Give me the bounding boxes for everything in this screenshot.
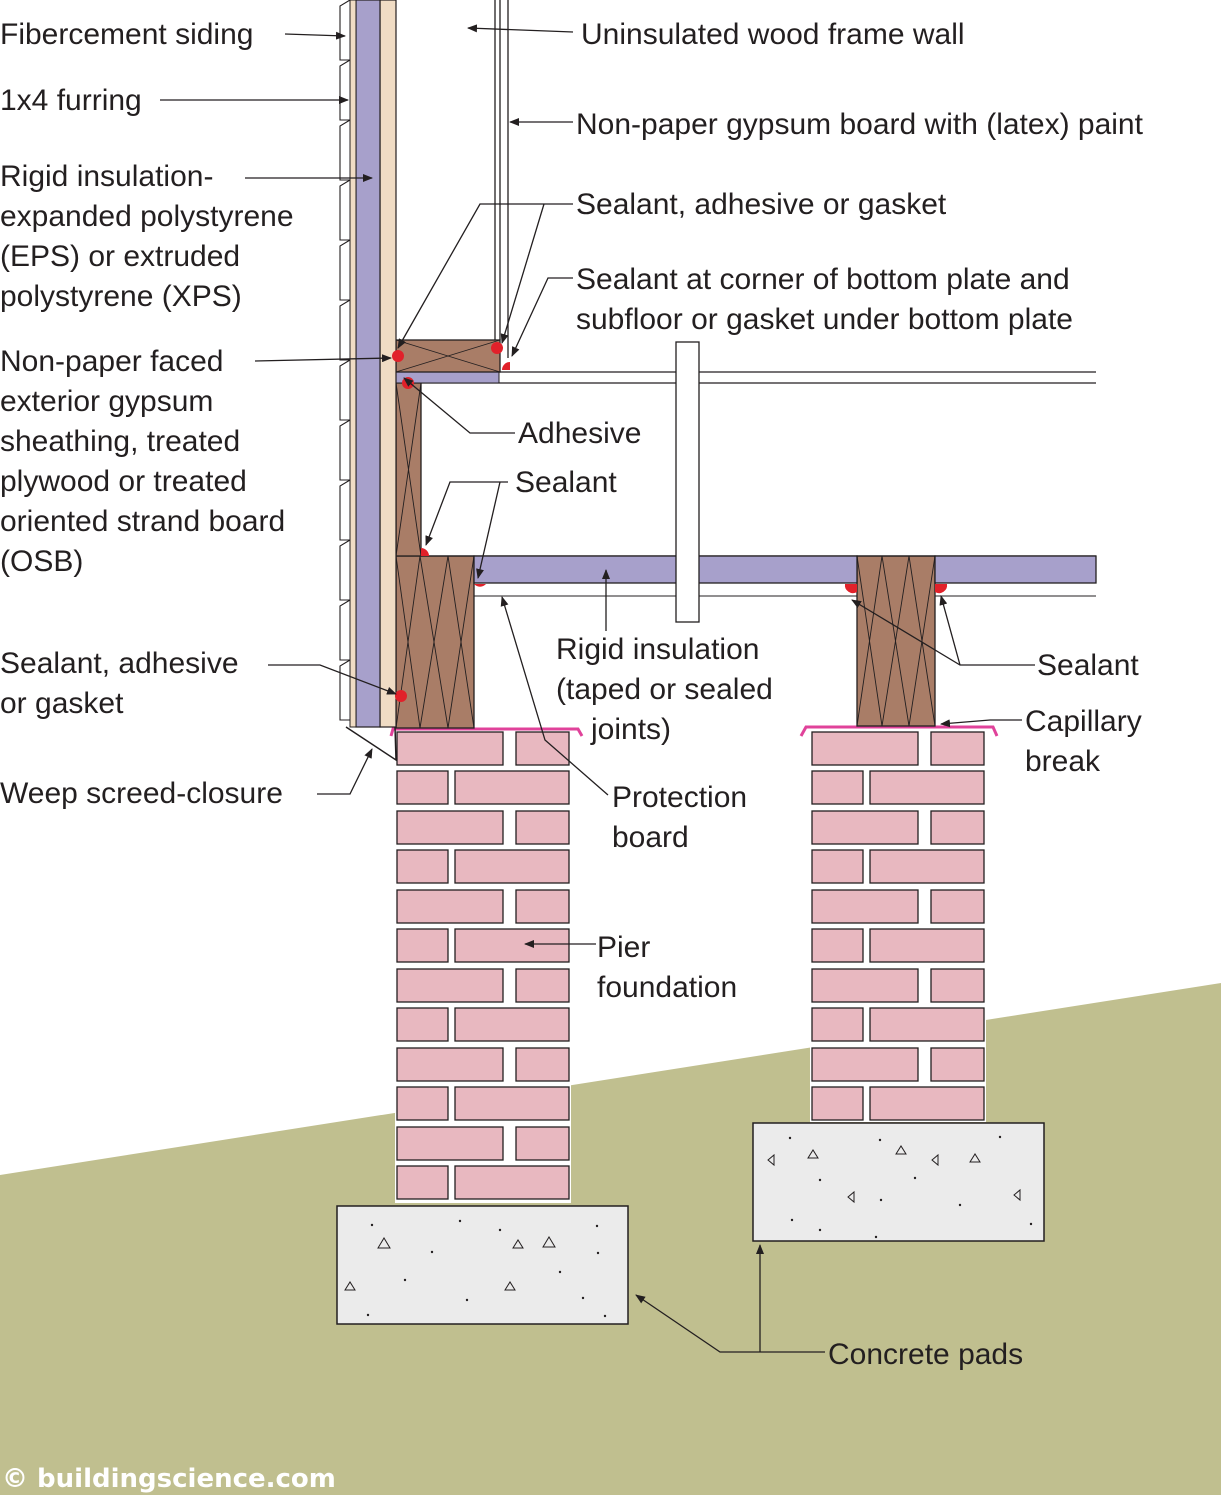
capillary-break-right	[799, 725, 999, 737]
label-pier-foundation-1: Pier	[597, 931, 650, 964]
wood-post-right	[856, 555, 936, 727]
leader-lines	[160, 24, 1035, 1353]
label-protection-board-1: Protection	[612, 781, 747, 814]
label-rigid-insulation-floor-3: joints)	[590, 713, 671, 746]
floor-assembly	[421, 341, 1097, 623]
label-sealant-adhesive-gasket-top: Sealant, adhesive or gasket	[576, 188, 947, 221]
label-uninsulated-wall: Uninsulated wood frame wall	[581, 18, 965, 51]
label-sheathing-6: (OSB)	[0, 545, 83, 578]
rim-joist	[395, 382, 422, 557]
label-furring: 1x4 furring	[0, 84, 142, 117]
bottom-plate	[395, 339, 501, 373]
label-weep-screed: Weep screed-closure	[0, 777, 283, 810]
label-capillary-break-2: break	[1025, 745, 1101, 778]
label-sheathing-1: Non-paper faced	[0, 345, 223, 378]
label-sheathing-2: exterior gypsum	[0, 385, 213, 418]
pier-left	[395, 730, 571, 1203]
label-gypsum-board: Non-paper gypsum board with (latex) pain…	[576, 108, 1144, 141]
label-adhesive: Adhesive	[518, 417, 641, 450]
pier-right	[810, 730, 986, 1122]
label-rigid-insulation-wall-3: (EPS) or extruded	[0, 240, 240, 273]
wood-post-left	[395, 555, 475, 729]
label-capillary-break-1: Capillary	[1025, 705, 1142, 738]
label-rigid-insulation-wall-2: expanded polystyrene	[0, 200, 294, 233]
interior-wall	[494, 0, 509, 358]
label-sealant-corner-2: subfloor or gasket under bottom plate	[576, 303, 1073, 336]
label-sheathing-4: plywood or treated	[0, 465, 247, 498]
label-rigid-insulation-floor-1: Rigid insulation	[556, 633, 759, 666]
label-sealant-adhesive-gasket-left-1: Sealant, adhesive	[0, 647, 239, 680]
label-sheathing-3: sheathing, treated	[0, 425, 240, 458]
label-rigid-insulation-wall-4: polystyrene (XPS)	[0, 280, 242, 313]
label-concrete-pads: Concrete pads	[828, 1338, 1023, 1371]
label-sealant-right: Sealant	[1037, 649, 1139, 682]
label-protection-board-2: board	[612, 821, 689, 854]
exterior-wall	[339, 0, 397, 762]
label-sealant-adhesive-gasket-left-2: or gasket	[0, 687, 124, 720]
label-pier-foundation-2: foundation	[597, 971, 737, 1004]
concrete-pad-left	[336, 1205, 629, 1325]
label-sealant-corner-1: Sealant at corner of bottom plate and	[576, 263, 1070, 296]
label-fibercement-siding: Fibercement siding	[0, 18, 253, 51]
label-rigid-insulation-floor-2: (taped or sealed	[556, 673, 773, 706]
concrete-pad-right	[752, 1122, 1045, 1242]
watermark: © buildingscience.com	[2, 1464, 336, 1494]
capillary-break-left	[389, 727, 584, 737]
label-rigid-insulation-wall-1: Rigid insulation-	[0, 160, 213, 193]
label-sheathing-5: oriented strand board	[0, 505, 285, 538]
label-sealant-mid: Sealant	[515, 466, 617, 499]
